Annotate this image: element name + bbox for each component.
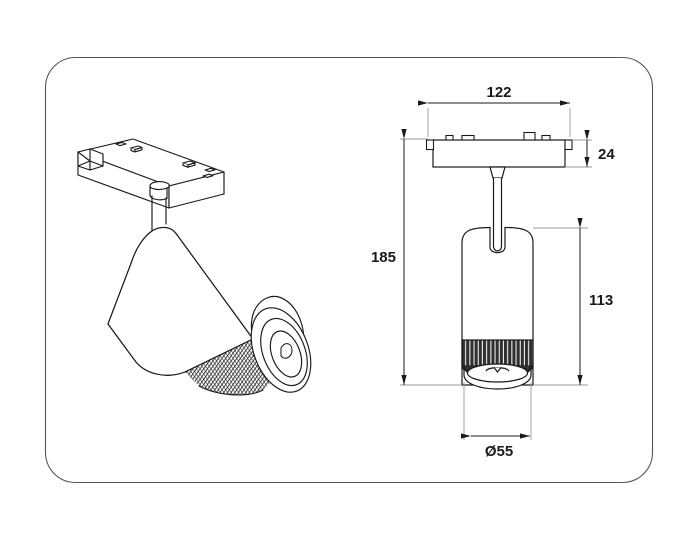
- dimension-label-diameter: Ø55: [485, 443, 513, 460]
- dimension-label-total-height: 185: [371, 249, 396, 266]
- dimension-label-width: 122: [486, 84, 511, 101]
- dimension-track-height-24: 24: [565, 130, 615, 168]
- lens-bezel-front: [463, 363, 532, 390]
- dimension-annotations: 122 24 185 113 Ø55: [371, 84, 615, 460]
- dimension-label-track-height: 24: [598, 146, 615, 163]
- mounting-stem-front: [489, 166, 506, 252]
- dimension-diameter-55: Ø55: [461, 382, 532, 460]
- track-bar-front: [425, 131, 573, 168]
- mounting-stem-isometric: [149, 181, 170, 232]
- drawing-border: [44, 56, 654, 484]
- dimension-total-height-185: 185: [371, 129, 462, 386]
- front-view: [425, 131, 573, 390]
- dimension-label-body-height: 113: [589, 292, 613, 309]
- isometric-view: [77, 138, 312, 396]
- dimension-body-height-113: 113: [533, 218, 613, 386]
- lens-housing-isometric: [250, 307, 312, 393]
- track-bar-isometric: [77, 138, 225, 209]
- dimension-width-122: 122: [418, 84, 571, 137]
